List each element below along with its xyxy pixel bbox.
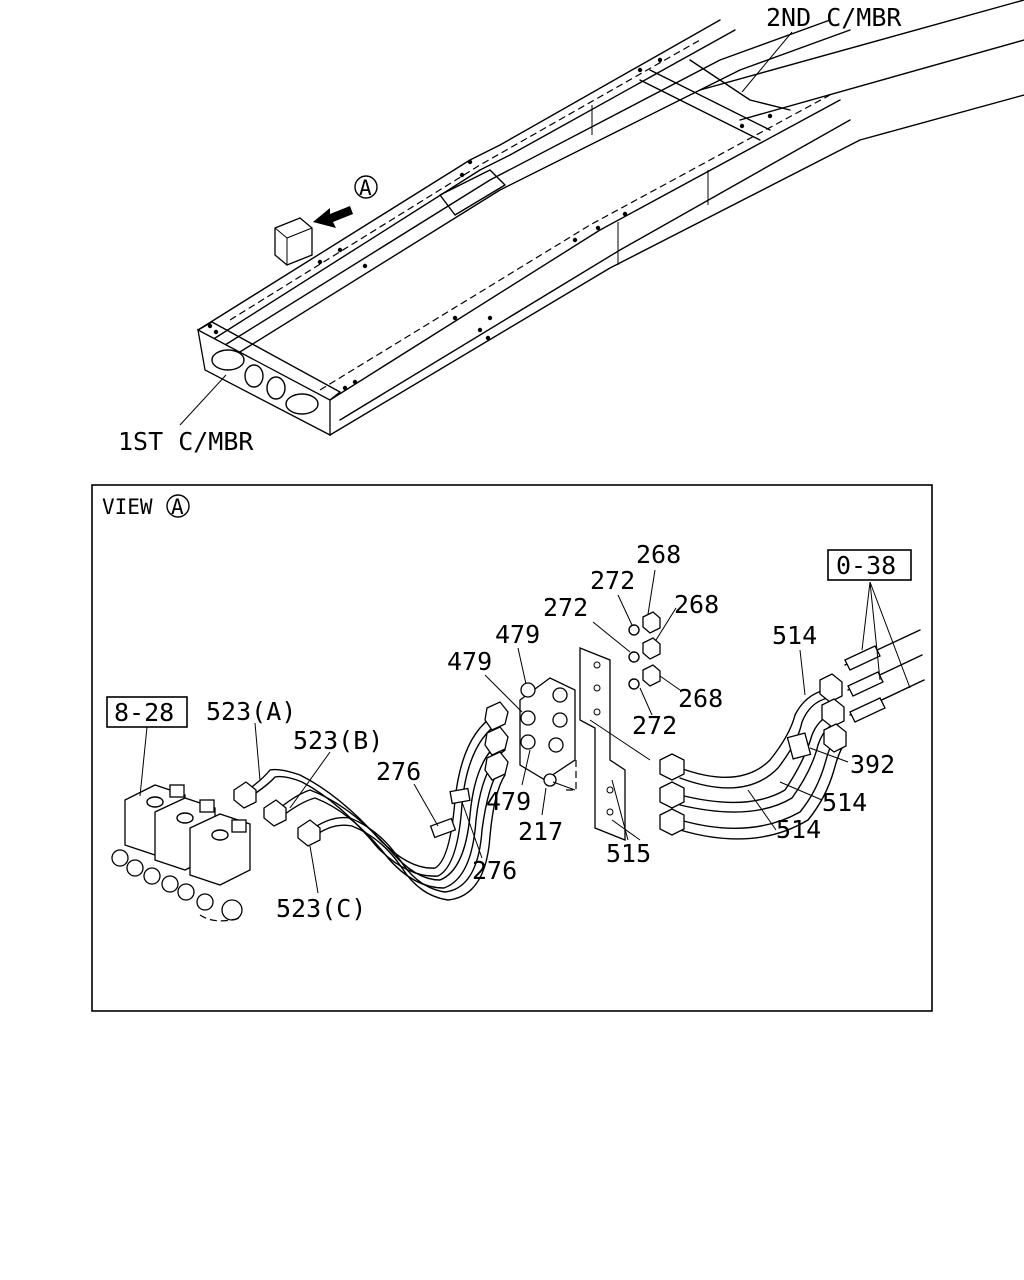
label-1st-cross-member: 1ST C/MBR [118, 427, 254, 456]
label-2nd-cross-member: 2ND C/MBR [766, 3, 902, 32]
view-a-marker-top: A [359, 176, 372, 200]
solenoid-valve-assembly [111, 726, 251, 922]
part-514-middle: 514 [822, 788, 867, 817]
part-479-upper: 479 [495, 620, 540, 649]
part-268-middle: 268 [674, 590, 719, 619]
part-217: 217 [518, 817, 563, 846]
part-514-top: 514 [772, 621, 817, 650]
ref-box-8-28 [106, 696, 188, 728]
part-523-a: 523(A) [206, 697, 296, 726]
connector-block [519, 677, 577, 791]
part-labels: 268 272 268 272 479 479 268 272 514 523(… [206, 540, 895, 923]
part-268-bottom: 268 [678, 684, 723, 713]
fasteners-268-272 [589, 611, 661, 761]
hoses-514 [659, 581, 925, 840]
pipes-523 [233, 701, 509, 901]
view-a-frame [91, 484, 933, 1012]
part-276-lower: 276 [472, 856, 517, 885]
part-272-middle: 272 [543, 593, 588, 622]
view-title: VIEW [102, 495, 153, 519]
ref-box-0-38 [827, 549, 912, 581]
part-523-b: 523(B) [293, 726, 383, 755]
part-514-bottom: 514 [776, 815, 821, 844]
view-title-marker: A [171, 495, 184, 519]
bracket-515 [579, 647, 641, 841]
part-268-top: 268 [636, 540, 681, 569]
ref-0-38: 0-38 [836, 551, 896, 580]
ref-8-28: 8-28 [114, 698, 174, 727]
part-272-bottom: 272 [632, 711, 677, 740]
part-523-c: 523(C) [276, 894, 366, 923]
part-479-lower: 479 [486, 787, 531, 816]
part-272-top: 272 [590, 566, 635, 595]
part-479-left: 479 [447, 647, 492, 676]
chassis-frame: A 2ND C/MBR 1ST C/MBR [118, 0, 1024, 456]
leader-lines [254, 569, 849, 894]
part-276-upper: 276 [376, 757, 421, 786]
part-515: 515 [606, 839, 651, 868]
part-392: 392 [850, 750, 895, 779]
